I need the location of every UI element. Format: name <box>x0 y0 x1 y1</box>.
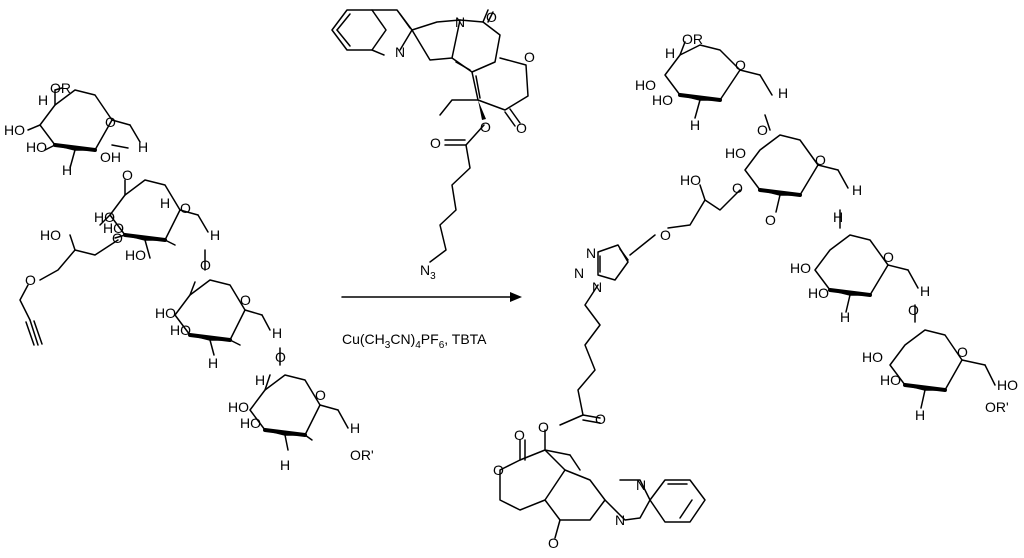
product-label: O <box>595 411 606 427</box>
product-label: HO <box>997 377 1018 393</box>
product-label: O <box>548 535 559 551</box>
product-label: N <box>574 265 584 281</box>
product-label: N <box>636 477 646 493</box>
product-label: O <box>735 57 746 73</box>
reagent-azide-label: N3 <box>420 262 436 282</box>
reagent-atom-o-keto: O <box>486 9 497 25</box>
product-label: O <box>757 122 768 138</box>
product-label: HO <box>725 145 746 161</box>
starting-material: OR H HO HO OH O H H O HO H O H HO O O HO… <box>4 80 374 473</box>
reaction-arrow <box>341 292 522 302</box>
product-label: H <box>920 283 930 299</box>
reagent-azide-subscript: 3 <box>430 271 436 282</box>
reagent-atom-o-lactone-keto: O <box>516 120 527 136</box>
product-molecule: OR H HO HO O H H O HO O H H HO O O O HO … <box>493 31 1018 551</box>
product-label: H <box>833 209 843 225</box>
reagent-atom-n-ring: N <box>395 44 405 60</box>
sm-label: HO <box>155 305 176 321</box>
sm-label: H <box>38 92 48 108</box>
product-label: HO <box>808 285 829 301</box>
sm-label: H <box>272 325 282 341</box>
product-label: HO <box>880 372 901 388</box>
sm-label: HO <box>103 220 124 236</box>
reagent-azide-n: N <box>420 262 430 278</box>
sm-label: H <box>208 355 218 371</box>
sm-label: HO <box>26 139 47 155</box>
sm-label: O <box>275 349 286 365</box>
sm-label: HO <box>170 322 191 338</box>
sm-label: H <box>280 457 290 473</box>
reagent-atom-o-ester-keto: O <box>430 135 441 151</box>
product-label: O <box>514 427 525 443</box>
product-label: HO <box>652 92 673 108</box>
product-label: O <box>883 249 894 265</box>
product-label: O <box>815 152 826 168</box>
product-label: O <box>765 212 776 228</box>
product-label: N <box>592 279 602 295</box>
sm-label: OR' <box>350 447 374 463</box>
reagent-atom-o-lactone-ring: O <box>524 49 535 65</box>
sm-label: HO <box>240 415 261 431</box>
reagent-atom-o-ester: O <box>480 119 491 135</box>
product-label: H <box>852 182 862 198</box>
sm-label: HO <box>125 247 146 263</box>
sm-label: O <box>122 167 133 183</box>
sm-label: O <box>315 387 326 403</box>
sm-label: O <box>200 257 211 273</box>
sm-label: OR <box>50 80 71 96</box>
sm-label: H <box>160 195 170 211</box>
sm-label: H <box>255 372 265 388</box>
product-label: OR' <box>985 399 1009 415</box>
sm-label: O <box>240 292 251 308</box>
product-label: H <box>665 45 675 61</box>
product-label: N <box>586 245 596 261</box>
sm-label: OH <box>100 149 121 165</box>
product-label: H <box>778 85 788 101</box>
sm-label: HO <box>228 399 249 415</box>
product-label: OR <box>682 31 703 47</box>
product-label: O <box>732 180 743 196</box>
product-label: O <box>908 302 919 318</box>
product-label: O <box>493 462 504 478</box>
sm-label: HO <box>40 227 61 243</box>
sm-label: O <box>180 200 191 216</box>
product-label: O <box>957 344 968 360</box>
sm-label: O <box>112 230 123 246</box>
product-label: O <box>660 227 671 243</box>
reaction-conditions: Cu(CH3CN)4PF6, TBTA <box>342 331 487 351</box>
sm-label: O <box>105 114 116 130</box>
product-label: HO <box>680 172 701 188</box>
product-label: HO <box>862 349 883 365</box>
product-label: H <box>915 407 925 423</box>
sm-label: H <box>138 139 148 155</box>
sm-label: O <box>25 272 36 288</box>
reagent-molecule: N N O O O O O N3 <box>331 9 535 282</box>
product-label: H <box>840 309 850 325</box>
sm-label: HO <box>94 209 115 225</box>
product-label: O <box>538 419 549 435</box>
sm-label: H <box>62 162 72 178</box>
reagent-atom-n-lactam: N <box>455 14 465 30</box>
sm-label: HO <box>4 122 25 138</box>
product-label: N <box>615 512 625 528</box>
sm-label: H <box>210 227 220 243</box>
product-label: HO <box>790 260 811 276</box>
product-label: H <box>690 117 700 133</box>
sm-label: H <box>350 420 360 436</box>
product-label: HO <box>635 77 656 93</box>
